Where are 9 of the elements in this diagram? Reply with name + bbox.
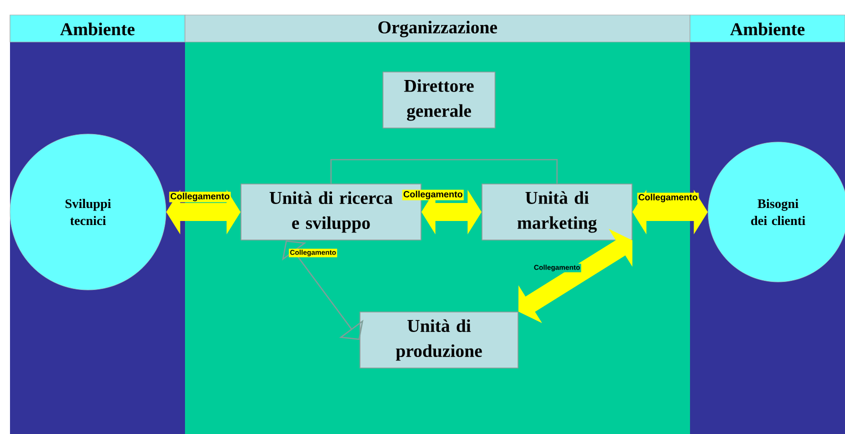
unit-box: Unità di produzione [360, 312, 518, 368]
unit-box: Direttore generale [382, 72, 496, 128]
node-label: Organizzazione [378, 20, 498, 38]
double-arrow [518, 228, 632, 324]
node-label: Ambiente [730, 22, 805, 36]
double-arrow [282, 240, 364, 340]
unit-box: Unità di marketing [482, 184, 632, 240]
node-label: Ambiente [60, 22, 135, 36]
connector-line [330, 158, 558, 184]
